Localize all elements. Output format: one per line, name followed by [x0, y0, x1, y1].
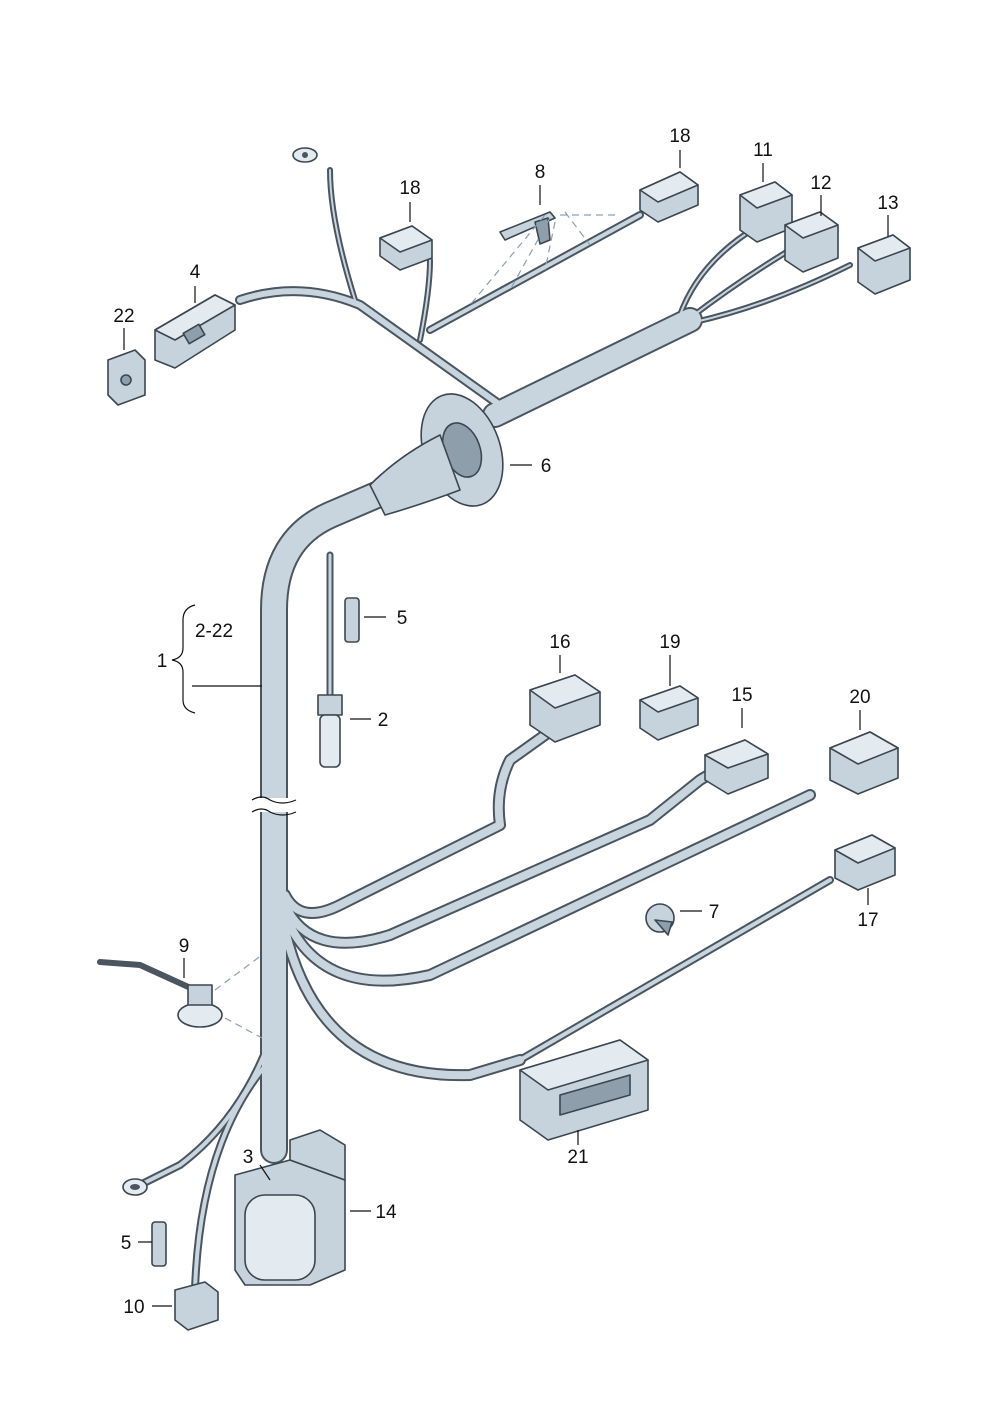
callout-12: 12 [810, 173, 831, 194]
connector-part-13 [857, 234, 911, 295]
clip-part-5-upper [344, 597, 360, 643]
fuse-part-22 [107, 349, 146, 406]
sensor-bracket-part-8 [499, 211, 556, 245]
connector-part-18-left [379, 225, 433, 271]
cable-outlines [136, 167, 853, 1294]
sensor-part-2 [317, 694, 343, 768]
connector-part-16 [529, 674, 601, 743]
callout-17: 17 [857, 910, 878, 931]
ring-terminal-top [292, 147, 318, 163]
connector-part-12 [784, 211, 839, 273]
connector-part-20 [829, 731, 899, 795]
sensor-guide-dashes [469, 211, 615, 306]
tie-guide-dash-top [214, 954, 263, 991]
callout-2-22: 2-22 [195, 621, 233, 642]
callout-3: 3 [243, 1147, 254, 1168]
callout-4: 4 [190, 262, 201, 283]
callout-20: 20 [849, 687, 870, 708]
callout-13: 13 [877, 193, 898, 214]
cable-fills [138, 169, 851, 1292]
callout-21: 21 [567, 1147, 588, 1168]
callout-15: 15 [731, 685, 752, 706]
connector-part-18-right [639, 171, 699, 223]
group-brace [171, 604, 196, 714]
grommet-part [369, 393, 504, 516]
callout-2: 2 [378, 710, 389, 731]
callout-1: 1 [157, 651, 168, 672]
housing-part-14 [234, 1129, 346, 1286]
connector-part-17 [834, 834, 896, 891]
callout-6: 6 [541, 456, 552, 477]
connector-part-21 [519, 1039, 649, 1141]
cable-tie-part-9 [97, 959, 223, 1028]
ring-terminal [122, 1178, 148, 1196]
callout-labels: 1 2-22 4 22 18 8 18 11 12 13 6 5 2 16 19… [113, 126, 898, 1318]
callout-19: 19 [659, 632, 680, 653]
callout-18-right: 18 [669, 126, 690, 147]
callout-18-left: 18 [399, 178, 420, 199]
callout-14: 14 [375, 1202, 397, 1223]
bracket-part-4 [154, 294, 236, 369]
callout-5-lower: 5 [121, 1233, 132, 1254]
tie-guide-dash-bottom [224, 1017, 263, 1039]
callout-5-upper: 5 [397, 608, 408, 629]
trunk-break-marks [250, 796, 300, 816]
clip-part-5-lower [151, 1221, 167, 1267]
connector-part-19 [639, 685, 699, 741]
connector-part-10 [174, 1281, 219, 1331]
callout-7: 7 [709, 902, 720, 923]
leader-lines [123, 150, 889, 1307]
clip-part-7 [645, 903, 675, 936]
callout-16: 16 [549, 632, 570, 653]
callout-10: 10 [123, 1297, 144, 1318]
callout-8: 8 [535, 162, 546, 183]
callout-11: 11 [753, 140, 773, 161]
callout-22: 22 [113, 306, 134, 327]
callout-9: 9 [179, 936, 190, 957]
connector-part-15 [704, 739, 769, 795]
